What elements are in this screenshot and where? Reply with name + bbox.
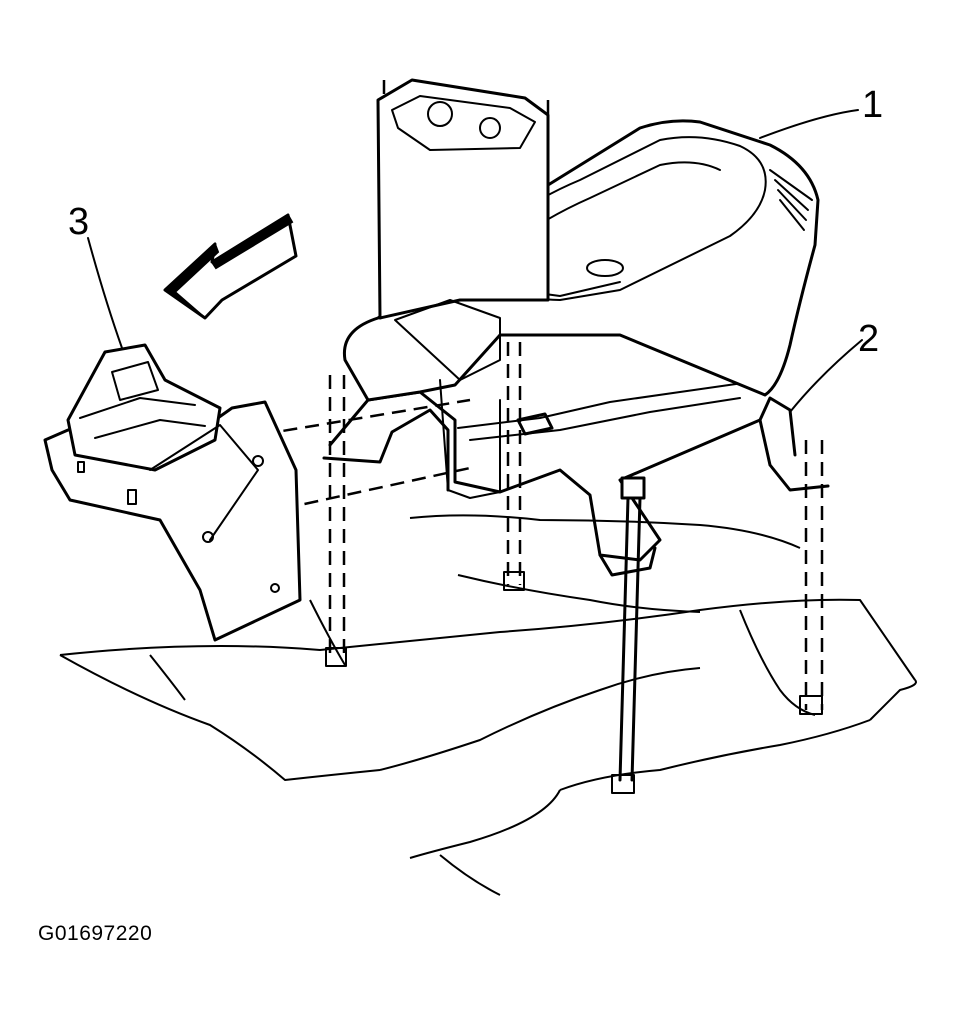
console-bracket-part-2: [322, 381, 830, 577]
leader-lines: [87, 109, 863, 413]
rear-module-part-3: [43, 343, 302, 642]
floor-studs: [325, 571, 823, 794]
console-part-1: [342, 78, 820, 499]
mounting-bolts: [516, 412, 646, 782]
callout-label-2: 2: [858, 318, 880, 360]
figure-id-label: G01697220: [38, 922, 153, 945]
callout-label-1: 1: [862, 84, 884, 126]
floor-carpet: [59, 514, 917, 896]
direction-arrow: [163, 213, 298, 320]
callout-label-3: 3: [68, 201, 90, 243]
